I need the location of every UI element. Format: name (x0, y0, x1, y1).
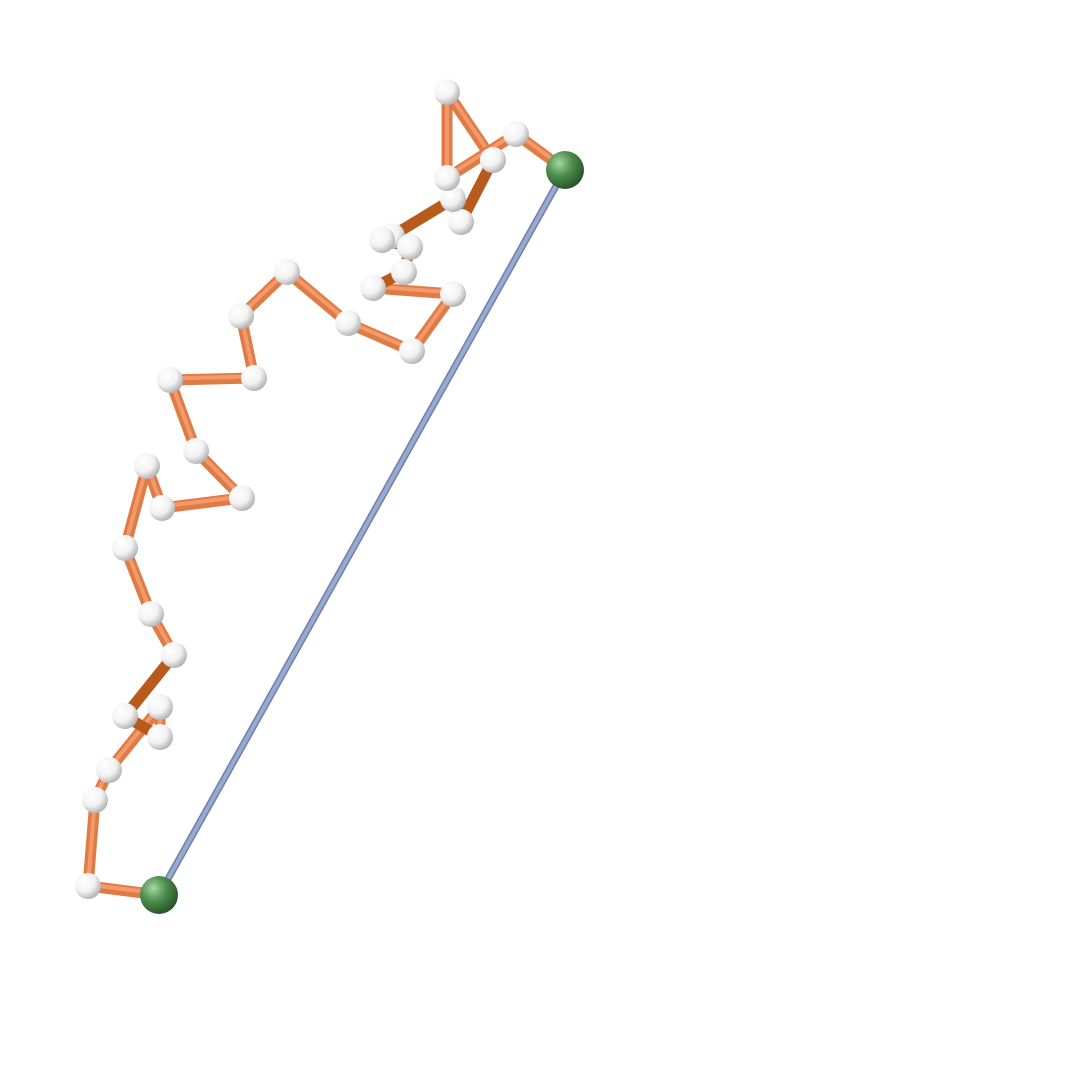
bond-highlight (160, 494, 244, 509)
white-sphere-icon (112, 535, 138, 561)
white-sphere-icon (138, 601, 164, 627)
white-sphere-icon (183, 438, 209, 464)
white-sphere-icon (161, 642, 187, 668)
white-sphere-icon (391, 259, 417, 285)
white-sphere-icon (147, 694, 173, 720)
white-sphere-icon (112, 703, 138, 729)
white-sphere-icon (440, 186, 466, 212)
white-sphere-icon (335, 310, 361, 336)
white-sphere-icon (241, 365, 267, 391)
white-sphere-icon (157, 367, 183, 393)
white-sphere-icon (448, 209, 474, 235)
white-sphere-icon (399, 338, 425, 364)
white-sphere-icon (134, 453, 160, 479)
green-sphere-icon (546, 151, 584, 189)
bond-highlight (168, 374, 256, 381)
white-sphere-icon (360, 275, 386, 301)
green-sphere-icon (140, 876, 178, 914)
end-to-end-vector (157, 168, 567, 897)
white-sphere-icon (82, 787, 108, 813)
bond-layer (82, 86, 571, 901)
end-to-end-vector-layer (155, 166, 569, 899)
white-sphere-icon (96, 757, 122, 783)
bead-layer (75, 79, 584, 914)
white-sphere-icon (147, 724, 173, 750)
bond-highlight (371, 284, 455, 295)
bond-segment (119, 649, 180, 722)
white-sphere-icon (503, 121, 529, 147)
white-sphere-icon (228, 303, 254, 329)
white-sphere-icon (397, 234, 423, 260)
white-sphere-icon (229, 485, 255, 511)
white-sphere-icon (274, 259, 300, 285)
white-sphere-icon (440, 281, 466, 307)
white-sphere-icon (434, 79, 460, 105)
white-sphere-icon (75, 873, 101, 899)
white-sphere-icon (480, 147, 506, 173)
white-sphere-icon (149, 495, 175, 521)
white-sphere-icon (369, 227, 395, 253)
white-sphere-icon (434, 165, 460, 191)
